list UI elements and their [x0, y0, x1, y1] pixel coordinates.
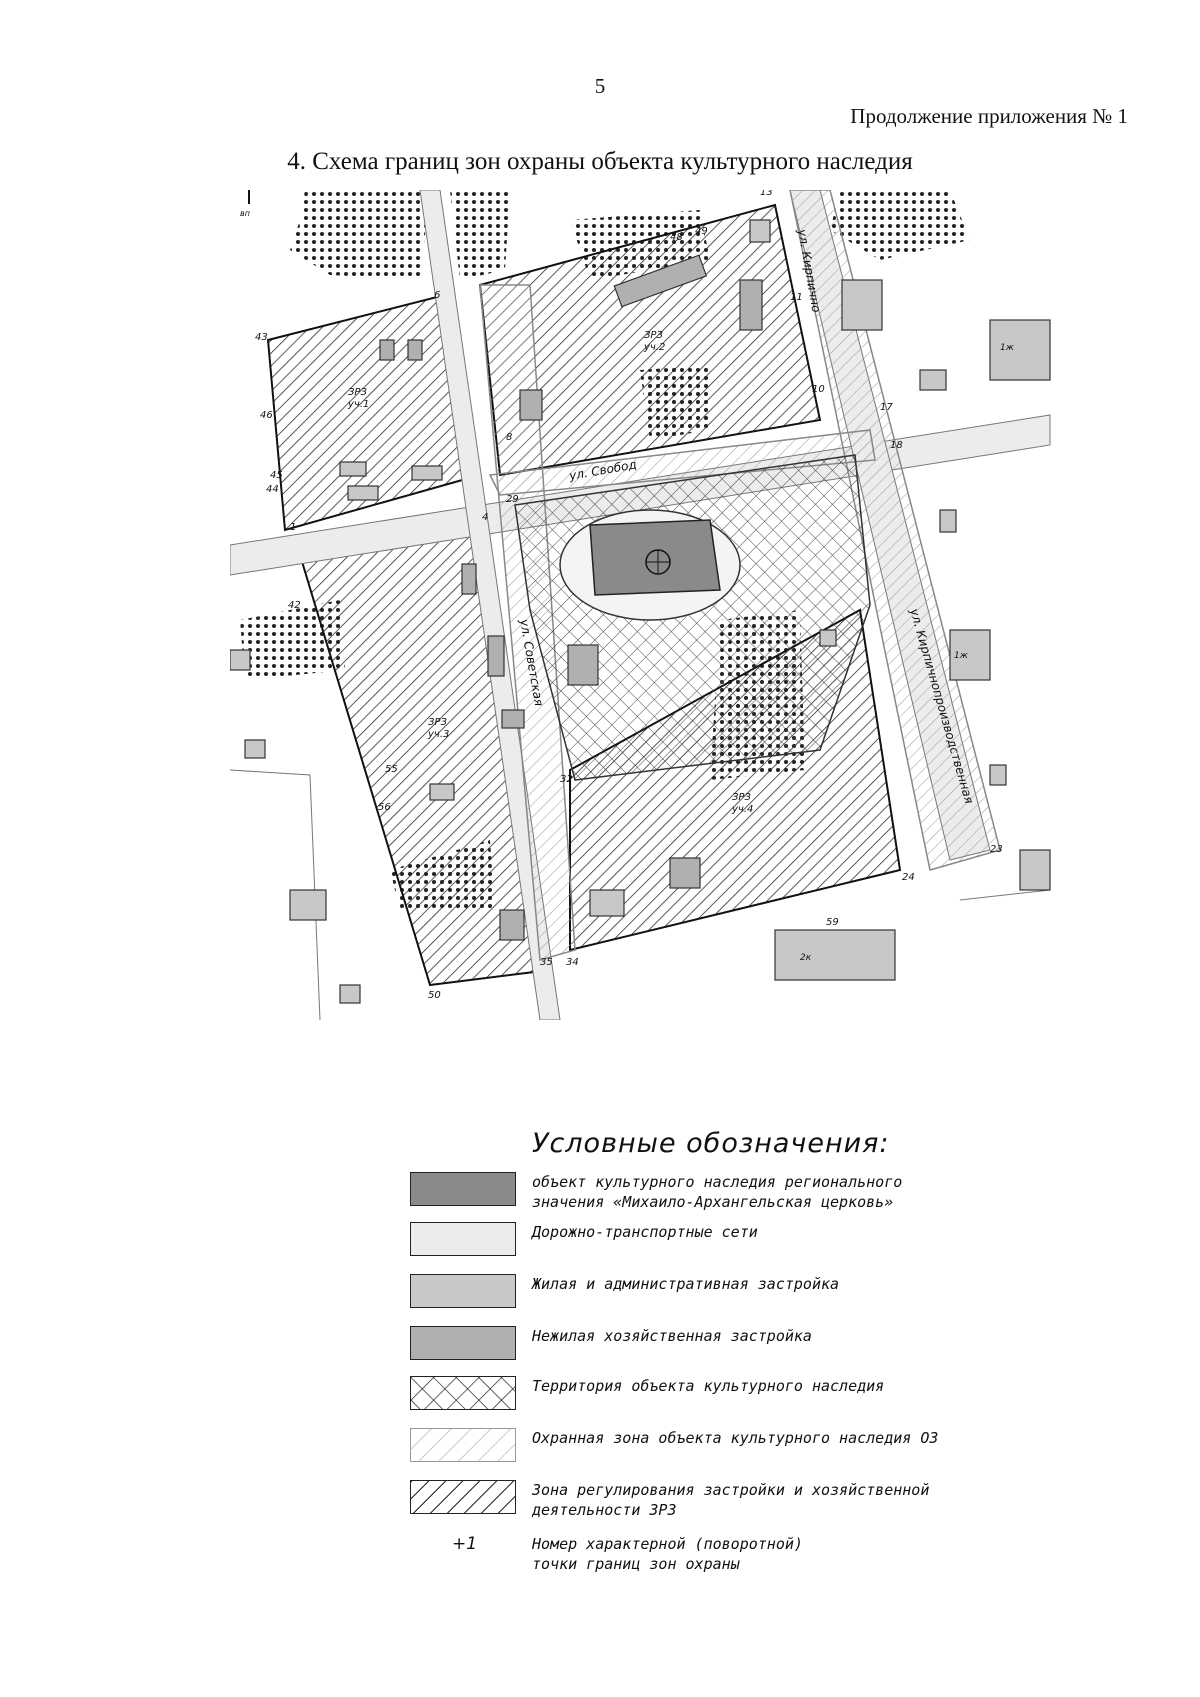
- point-symbol-icon: +1: [452, 1534, 478, 1554]
- legend-title: Условные обозначения:: [532, 1128, 890, 1159]
- legend-swatch-road: [410, 1222, 516, 1256]
- point-label: 35: [540, 957, 553, 968]
- point-label: 44: [266, 484, 279, 495]
- zone-label: уч.3: [427, 729, 449, 740]
- legend-item-oz: Охранная зона объекта культурного наслед…: [410, 1428, 1110, 1468]
- zone-label: уч.4: [731, 804, 753, 815]
- legend-item-point: +1 Номер характерной (поворотной) точки …: [410, 1534, 1110, 1574]
- point-label: 24: [902, 872, 915, 883]
- legend-label: Территория объекта культурного наследия: [532, 1377, 885, 1395]
- building-label: 1ж: [954, 651, 969, 661]
- legend-item-object: объект культурного наследия региональног…: [410, 1172, 1110, 1212]
- point-label: 56: [378, 802, 391, 813]
- point-label: 34: [566, 957, 579, 968]
- church-object: [559, 509, 741, 621]
- point-label: 32: [560, 774, 573, 785]
- north-arrow-icon: вп: [240, 190, 250, 218]
- point-label: 13: [760, 190, 773, 198]
- legend-swatch-zrz: [410, 1480, 516, 1514]
- zone-label: ЗРЗ: [428, 717, 447, 728]
- legend-label: объект культурного наследия региональног…: [532, 1173, 903, 1211]
- point-label: 48: [670, 232, 683, 243]
- legend-item-territory: Территория объекта культурного наследия: [410, 1376, 1110, 1416]
- point-label: 29: [506, 494, 519, 505]
- legend-label: Нежилая хозяйственная застройка: [532, 1327, 812, 1345]
- heritage-territory: [514, 454, 871, 781]
- point-label: 55: [385, 764, 398, 775]
- zone-label: уч.1: [347, 399, 369, 410]
- point-label: 46: [260, 410, 273, 421]
- point-label: 59: [826, 917, 839, 928]
- appendix-caption: Продолжение приложения № 1: [850, 104, 1128, 128]
- oz-zone: [479, 190, 1001, 961]
- point-label: 1: [290, 522, 296, 533]
- legend-label: Охранная зона объекта культурного наслед…: [532, 1429, 939, 1447]
- legend-swatch-territory: [410, 1376, 516, 1410]
- legend-item-residential: Жилая и административная застройка: [410, 1274, 1110, 1314]
- legend-swatch-oz: [410, 1428, 516, 1462]
- building-label: 1ж: [1000, 343, 1015, 353]
- point-label: 6: [434, 290, 440, 301]
- legend-item-road: Дорожно-транспортные сети: [410, 1222, 1110, 1262]
- point-label: 45: [270, 470, 283, 481]
- point-label: 11: [790, 292, 803, 303]
- legend-label: Жилая и административная застройка: [532, 1275, 840, 1293]
- legend-item-zrz: Зона регулирования застройки и хозяйстве…: [410, 1480, 1110, 1520]
- buildings: [230, 219, 1051, 1004]
- point-label: 42: [288, 600, 301, 611]
- zone-label: уч.2: [643, 342, 665, 353]
- legend-item-nonresidential: Нежилая хозяйственная застройка: [410, 1326, 1110, 1366]
- legend-swatch-object: [410, 1172, 516, 1206]
- legend-label: Дорожно-транспортные сети: [532, 1223, 758, 1241]
- point-label: 49: [695, 226, 708, 237]
- north-label: вп: [240, 209, 250, 218]
- legend-swatch-nonresidential: [410, 1326, 516, 1360]
- point-label: 18: [890, 440, 903, 451]
- point-label: 17: [880, 402, 893, 413]
- point-label: 8: [506, 432, 512, 443]
- zone-label: ЗРЗ: [348, 387, 367, 398]
- zone-label: ЗРЗ: [644, 330, 663, 341]
- point-label: 50: [428, 990, 441, 1001]
- point-label: 4: [482, 512, 488, 523]
- page-number: 5: [594, 74, 606, 98]
- legend-label: Зона регулирования застройки и хозяйстве…: [532, 1481, 930, 1519]
- legend-label: Номер характерной (поворотной) точки гра…: [532, 1535, 803, 1573]
- legend-swatch-residential: [410, 1274, 516, 1308]
- page-title: 4. Схема границ зон охраны объекта культ…: [287, 148, 913, 175]
- point-label: 10: [812, 384, 825, 395]
- zone-label: ЗРЗ: [732, 792, 751, 803]
- building-label: 2к: [800, 953, 812, 963]
- protection-zone-map: вп: [230, 190, 1051, 1020]
- point-label: 23: [990, 844, 1003, 855]
- point-label: 43: [255, 332, 268, 343]
